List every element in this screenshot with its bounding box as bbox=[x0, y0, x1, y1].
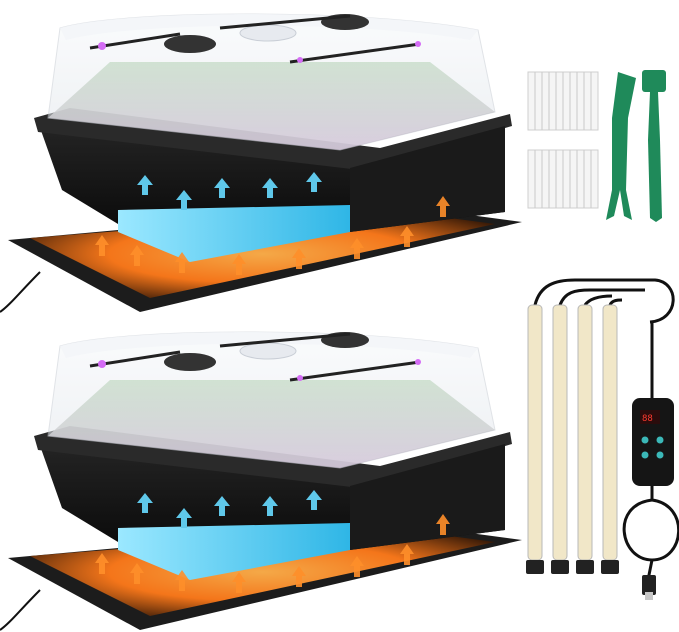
power-icon bbox=[656, 451, 664, 459]
grow-light: 88 bbox=[526, 278, 679, 600]
dibber-tool bbox=[606, 72, 636, 220]
timer-display: 88 bbox=[642, 414, 653, 424]
plant-labels bbox=[527, 71, 599, 209]
germination-kit-1 bbox=[0, 12, 524, 314]
transplant-tools bbox=[606, 70, 666, 222]
led-strip bbox=[527, 304, 543, 561]
usb-plug-icon bbox=[642, 575, 656, 595]
led-strip bbox=[602, 304, 618, 561]
spatula-tool bbox=[642, 70, 666, 92]
led-strip bbox=[552, 304, 568, 561]
led-strip bbox=[577, 304, 593, 561]
germination-kit-2 bbox=[0, 330, 524, 632]
